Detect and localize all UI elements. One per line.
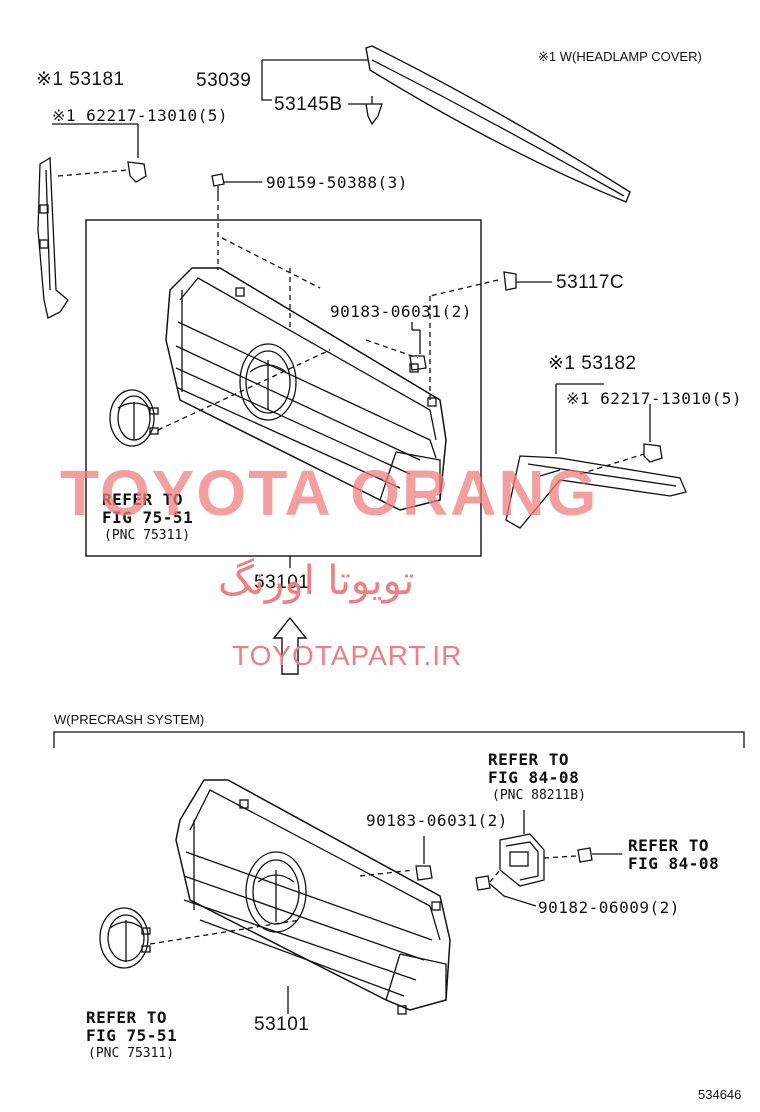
ref-connector-line2: FIG 84-08 — [628, 854, 720, 873]
ref-emblem-top-line2: FIG 75-51 — [102, 508, 194, 527]
part-53181-label: ※1 53181 — [36, 69, 125, 90]
part-90159-label: 90159-50388(3) — [266, 173, 408, 192]
part-90183-top-label: 90183-06031(2) — [330, 302, 472, 321]
ref-emblem-top-line1: REFER TO — [102, 490, 184, 509]
ref-emblem-bottom-line3: (PNC 75311) — [88, 1046, 175, 1061]
screw-90159 — [211, 173, 225, 187]
ref-connector-line1: REFER TO — [628, 836, 710, 855]
headlamp-cover-strip — [365, 45, 631, 203]
nut-90182 — [475, 875, 491, 891]
grille-assembly-box — [85, 219, 482, 557]
watermark-persian: تویوتا اورنگ — [218, 558, 415, 604]
part-53145b-label: 53145B — [274, 94, 343, 115]
part-90183-bottom-label: 90183-06031(2) — [366, 811, 508, 830]
side-trim-left — [37, 156, 69, 319]
clip-62217-right — [643, 443, 663, 463]
ref-sensor-line2: FIG 84-08 — [488, 768, 580, 787]
watermark-site: TOYOTAPART.IR — [232, 640, 463, 671]
grille-bottom — [175, 779, 451, 1015]
side-trim-right — [505, 455, 687, 529]
nut-90183-top — [409, 355, 427, 371]
figure-id: 534646 — [698, 1087, 742, 1102]
precrash-system-note: W(PRECRASH SYSTEM) — [54, 712, 205, 727]
clip-62217-left — [127, 161, 147, 183]
part-90182-label: 90182-06009(2) — [538, 898, 680, 917]
connector-bolt — [577, 847, 593, 863]
front-arrow — [272, 616, 308, 675]
precrash-sensor — [499, 810, 545, 887]
nut-90183-bottom — [415, 865, 433, 881]
part-53039-label: 53039 — [196, 70, 252, 91]
part-53117c-label: 53117C — [556, 272, 625, 293]
clip-53117c — [503, 271, 517, 291]
ref-emblem-bottom-line1: REFER TO — [86, 1008, 168, 1027]
grille-top — [165, 267, 447, 511]
ref-emblem-top-line3: (PNC 75311) — [104, 528, 191, 543]
ref-emblem-bottom-line2: FIG 75-51 — [86, 1026, 178, 1045]
emblem-bottom — [99, 907, 151, 969]
part-62217-left-label: ※1 62217-13010(5) — [52, 106, 229, 125]
clip-53145b — [365, 103, 383, 126]
part-53182-label: ※1 53182 — [548, 353, 637, 374]
ref-sensor-line3: (PNC 88211B) — [492, 788, 586, 803]
emblem-top — [109, 389, 159, 447]
watermark-brand: TOYOTA ORANG — [60, 457, 599, 529]
ref-sensor-line1: REFER TO — [488, 750, 570, 769]
part-62217-right-label: ※1 62217-13010(5) — [566, 389, 743, 408]
part-53101-bottom-label: 53101 — [254, 1014, 310, 1035]
headlamp-cover-note: ※1 W(HEADLAMP COVER) — [538, 49, 702, 64]
part-53101-top-label: 53101 — [254, 572, 310, 593]
